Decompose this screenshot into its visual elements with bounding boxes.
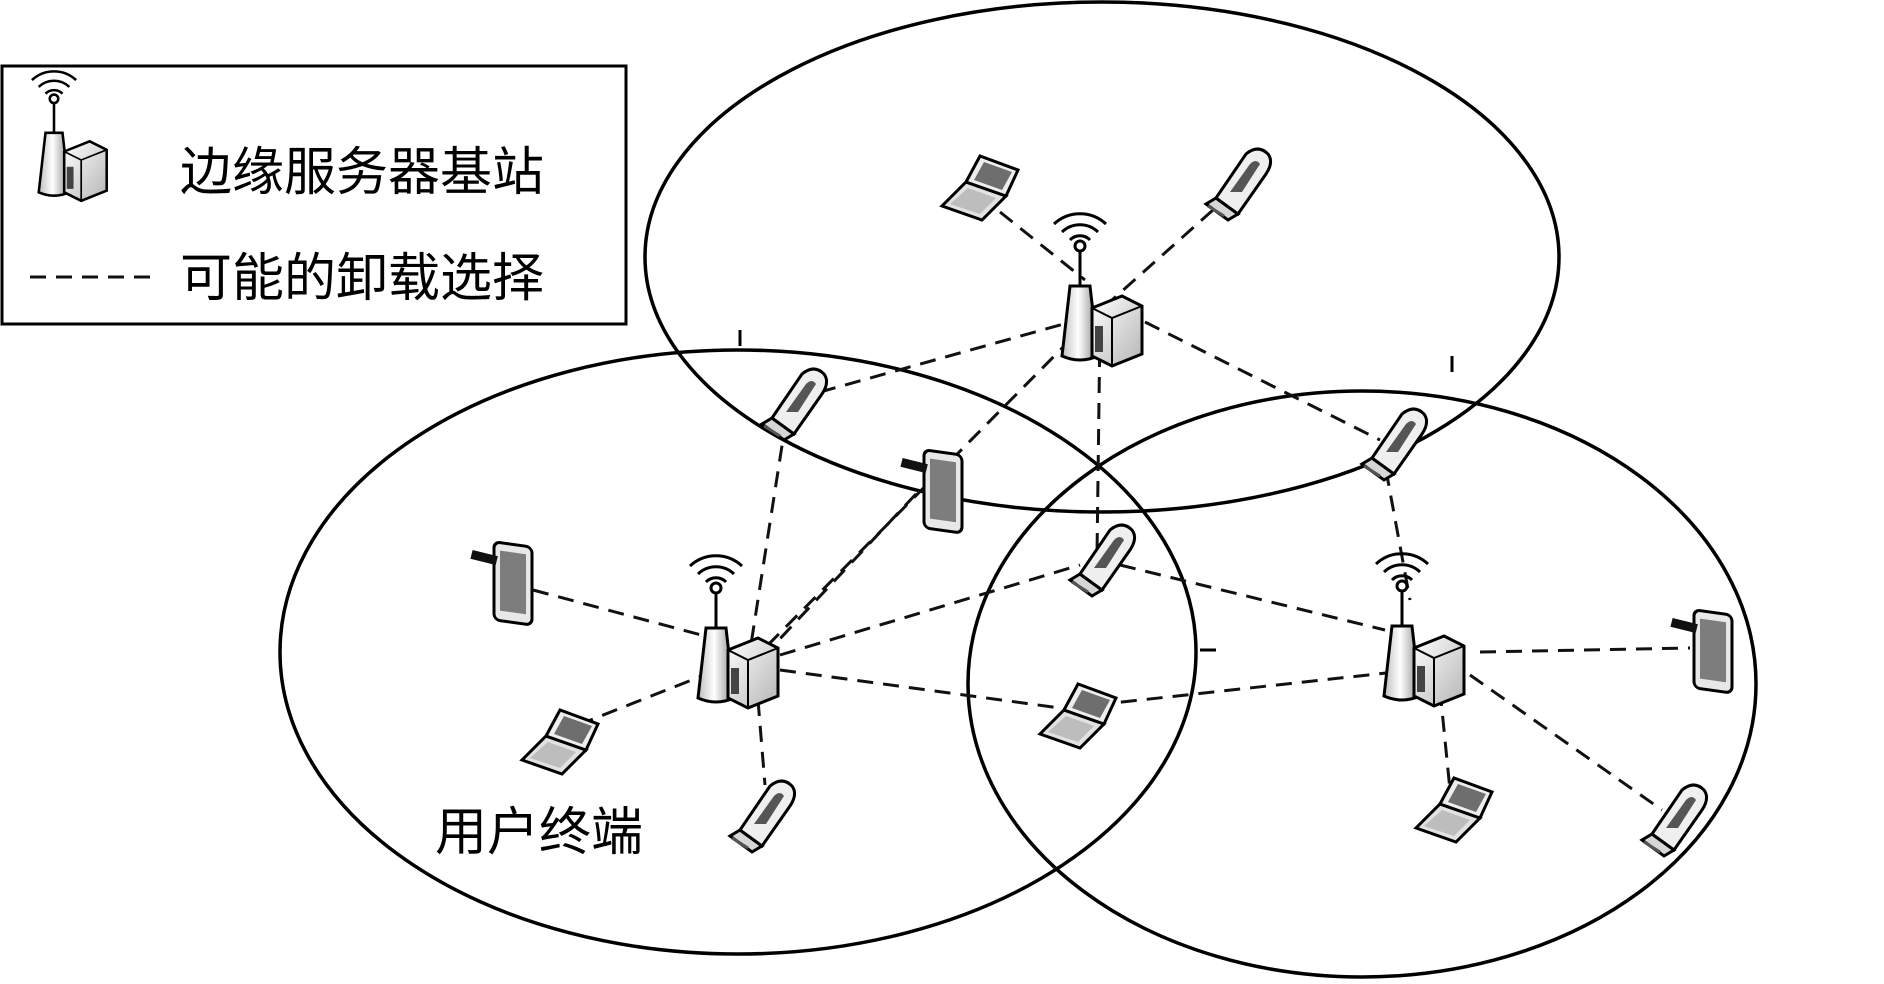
tablet-icon xyxy=(898,448,964,535)
base-station-top-icon xyxy=(1052,212,1144,368)
base-station-left-icon xyxy=(688,554,780,710)
offload-link xyxy=(1438,689,1452,791)
offload-link xyxy=(745,419,788,671)
offload-link xyxy=(1469,673,1663,812)
offload-link xyxy=(779,563,1081,657)
legend-offload-label: 可能的卸载选择 xyxy=(180,249,544,309)
offload-link xyxy=(779,668,1076,712)
flip-phone-icon xyxy=(1640,783,1709,858)
flip-phone-icon xyxy=(1068,523,1137,598)
legend-base-station-label: 边缘服务器基站 xyxy=(180,143,544,203)
coverage-cell-left xyxy=(278,348,1198,956)
offload-link xyxy=(1384,469,1412,601)
offload-link xyxy=(1144,320,1381,442)
laptop-icon xyxy=(520,708,600,776)
offload-link xyxy=(532,588,721,642)
offload-link xyxy=(1094,670,1396,707)
offload-link xyxy=(758,492,918,662)
laptop-icon xyxy=(1414,776,1494,844)
offload-link xyxy=(1479,646,1691,654)
flip-phone-icon xyxy=(728,779,797,854)
coverage-cell-right xyxy=(966,389,1758,979)
offload-link xyxy=(999,210,1086,282)
legend-box xyxy=(0,64,628,326)
base-station-right-icon xyxy=(1374,552,1466,708)
flip-phone-icon xyxy=(760,367,829,442)
tablet-icon xyxy=(1668,608,1734,695)
offload-link xyxy=(1095,324,1102,556)
offload-link xyxy=(1111,208,1214,302)
laptop-icon xyxy=(1038,682,1118,750)
tablet-icon xyxy=(468,540,534,627)
user-terminal-label: 用户终端 xyxy=(435,803,643,863)
offload-link xyxy=(756,699,767,786)
legend: 边缘服务器基站 可能的卸载选择 xyxy=(0,64,628,326)
offload-link xyxy=(1119,563,1386,632)
laptop-icon xyxy=(940,154,1020,222)
offload-link xyxy=(819,318,1079,394)
flip-phone-icon xyxy=(1204,147,1273,222)
coverage-cell-top xyxy=(643,0,1561,514)
flip-phone-icon xyxy=(1360,407,1429,482)
